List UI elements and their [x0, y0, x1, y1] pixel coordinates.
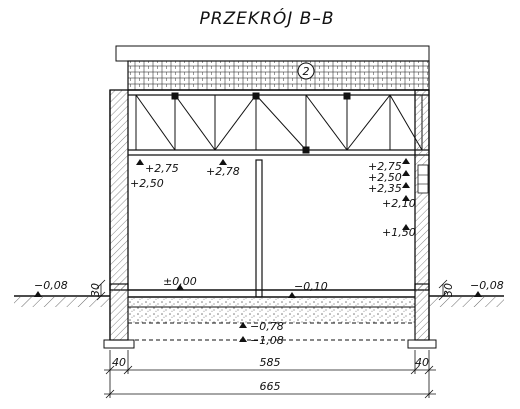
- roof-slab: [115, 45, 430, 91]
- level-wall-mid-left: +2,50: [130, 177, 164, 190]
- dimension-lines: [104, 350, 436, 399]
- level-right-150: +1,50: [382, 226, 416, 239]
- roof-tag: 2: [297, 62, 315, 80]
- foundation-left: [103, 283, 135, 349]
- plinth-dimension-left: [96, 279, 106, 301]
- foundation-right: [407, 283, 437, 349]
- level-markers: [34, 158, 482, 342]
- dim-wall-right: 40: [415, 356, 429, 369]
- roof-tag-label: 2: [303, 65, 310, 78]
- level-floor-right: −0,10: [294, 280, 328, 293]
- level-ridge-center: +2,78: [206, 165, 240, 178]
- plinth-dim-right: 30: [442, 283, 455, 297]
- dim-wall-left: 40: [112, 356, 126, 369]
- level-right-235: +2,35: [368, 182, 402, 195]
- level-floor-left: ±0,00: [163, 275, 197, 288]
- level-foundation-078: −0,78: [250, 320, 284, 333]
- level-ext-right: −0,08: [470, 279, 504, 292]
- level-right-275: +2,75: [368, 160, 402, 173]
- level-right-210: +2,10: [382, 197, 416, 210]
- level-wall-top-left: +2,75: [145, 162, 179, 175]
- level-right-250: +2,50: [368, 171, 402, 184]
- roof-truss: [128, 92, 429, 156]
- partition-wall: [255, 159, 263, 298]
- floor-slab: [128, 289, 415, 341]
- drawing-title: PRZEKRÓJ B–B: [199, 7, 334, 29]
- level-foundation-108: −1,08: [250, 334, 284, 347]
- level-ext-left: −0,08: [34, 279, 68, 292]
- dim-overall: 665: [260, 380, 281, 393]
- ground-right: [429, 295, 504, 307]
- ground-left: [14, 295, 110, 307]
- plinth-dim-left: 30: [89, 283, 102, 297]
- plinth-dimension-right: [438, 279, 448, 301]
- dim-span-inner: 585: [260, 356, 281, 369]
